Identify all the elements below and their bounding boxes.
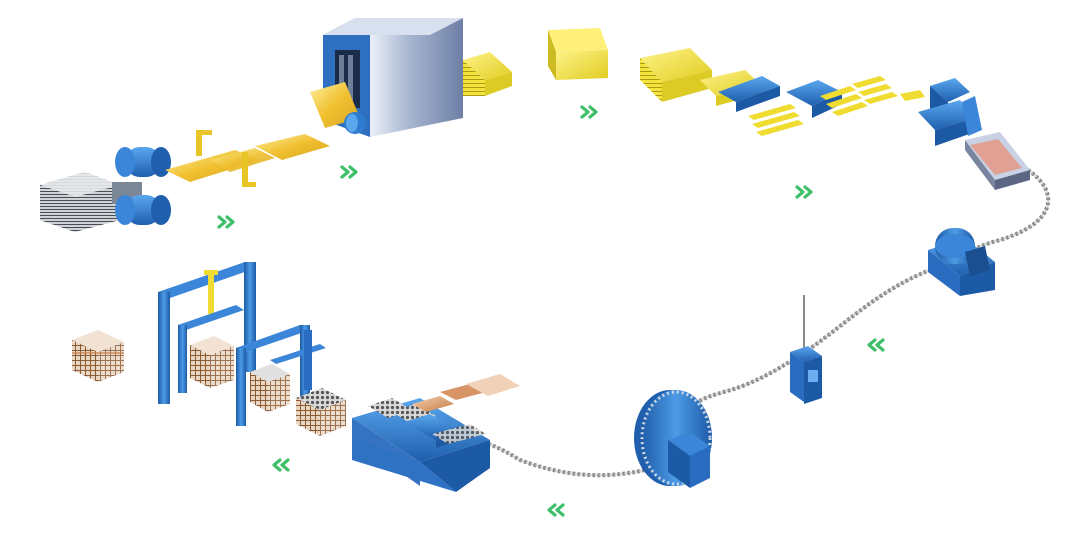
- coating-oven: [310, 18, 463, 137]
- chain-drive: [459, 158, 1051, 478]
- arrow-5-icon: [867, 338, 885, 352]
- arrow-1-icon: [217, 215, 235, 229]
- arrow-2-icon: [340, 165, 358, 179]
- strip-press: [900, 78, 982, 146]
- coated-sheets: [463, 52, 512, 96]
- palletizer-base: [352, 374, 520, 492]
- vertical-lifter: [790, 295, 822, 404]
- slitting-stations: [640, 48, 898, 136]
- finished-pallets: [72, 330, 124, 382]
- stacking-frames: [158, 262, 346, 436]
- flow-arrows: [217, 105, 885, 517]
- arrow-7-icon: [547, 503, 565, 517]
- decoiler-rollers: [112, 147, 171, 225]
- arrow-6-icon: [272, 458, 290, 472]
- sheet-bundle: [548, 28, 608, 80]
- spool-winder: [634, 390, 712, 488]
- arrow-3-icon: [580, 105, 598, 119]
- curling-unit: [965, 132, 1030, 190]
- sheet-feed: [165, 130, 330, 187]
- arrow-4-icon: [795, 185, 813, 199]
- chain-drive-motor: [928, 228, 995, 296]
- steel-coil-stack: [40, 172, 120, 232]
